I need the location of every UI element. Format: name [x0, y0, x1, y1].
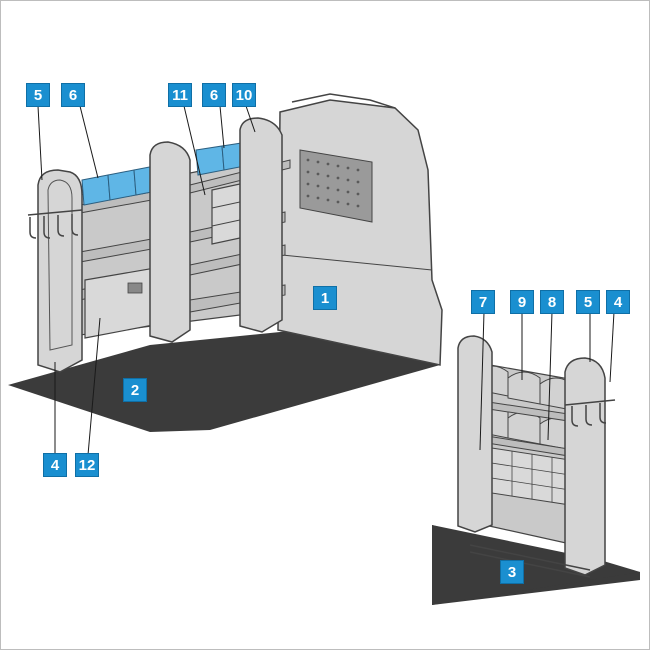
inset-end-panel-left — [457, 335, 493, 533]
end-panel-right — [239, 117, 283, 333]
callout-9: 9 — [510, 290, 534, 314]
callout-1-bulkhead: 1 — [313, 286, 337, 310]
inset-end-panel-right — [564, 357, 606, 576]
callout-6-bins-left: 6 — [61, 83, 85, 107]
end-panel-left — [37, 169, 83, 373]
callout-10: 10 — [232, 83, 256, 107]
bulkhead-mesh-window — [299, 149, 373, 223]
callout-4-end-panel: 4 — [43, 453, 67, 477]
callout-12-drawer-cabinet: 12 — [75, 453, 99, 477]
mesh-dots — [306, 158, 360, 208]
inset-base-rail — [469, 544, 591, 578]
inset-van-view — [432, 335, 640, 605]
bulkhead-top-lip — [291, 93, 396, 109]
end-panel-left-cutout — [47, 179, 73, 351]
callout-11-drawer-unit: 11 — [168, 83, 192, 107]
callout-7: 7 — [471, 290, 495, 314]
callout-5-hooks: 5 — [26, 83, 50, 107]
end-panel-mid — [149, 141, 191, 343]
callout-2-floor: 2 — [123, 378, 147, 402]
callout-5-inset-hooks: 5 — [576, 290, 600, 314]
callout-6-bins-right: 6 — [202, 83, 226, 107]
drawer-handle — [127, 282, 143, 294]
van-floor — [8, 330, 440, 432]
callout-8: 8 — [540, 290, 564, 314]
inset-hook-rail — [564, 399, 616, 427]
bulkhead-partition — [277, 99, 443, 366]
callout-3-base-rail: 3 — [500, 560, 524, 584]
callout-4-inset-end-panel: 4 — [606, 290, 630, 314]
main-van-view — [8, 93, 443, 432]
hook-rail — [27, 209, 83, 239]
leader-lines — [37, 105, 615, 456]
